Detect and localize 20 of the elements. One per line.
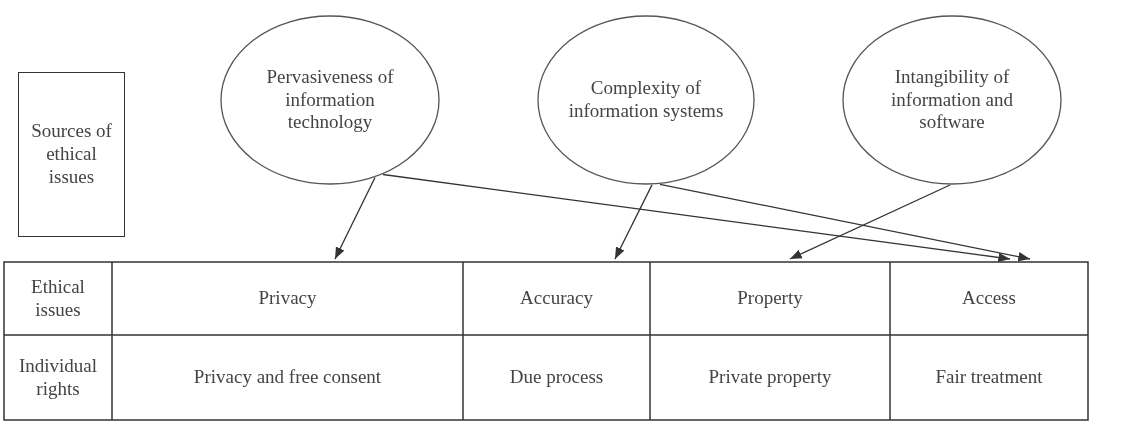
table-header-cell: Privacy (112, 262, 463, 335)
node-text: Intangibility of information and software (890, 65, 1014, 135)
arrow (382, 173, 1011, 263)
table-cell-text: Due process (508, 365, 605, 390)
table-cell-text: Individual rights (17, 353, 99, 401)
arrow (659, 183, 1031, 262)
table-cell-text: Ethical issues (30, 274, 86, 322)
arrow (614, 184, 653, 260)
arrow (334, 176, 376, 260)
node-text: Complexity of information systems (567, 77, 725, 123)
source-box (18, 72, 125, 237)
table-header-cell: Accuracy (463, 262, 650, 335)
table-header-cell: Access (890, 262, 1088, 335)
node-text: Pervasiveness of information technology (265, 65, 395, 135)
table-header-cell: Property (650, 262, 890, 335)
table-cell-text: Fair treatment (934, 365, 1044, 390)
node-text: Sources of ethical issues (30, 120, 113, 189)
table-cell-text: Private property (707, 365, 833, 390)
arrow (789, 184, 951, 260)
table-cell-text: Privacy and free consent (192, 365, 383, 390)
